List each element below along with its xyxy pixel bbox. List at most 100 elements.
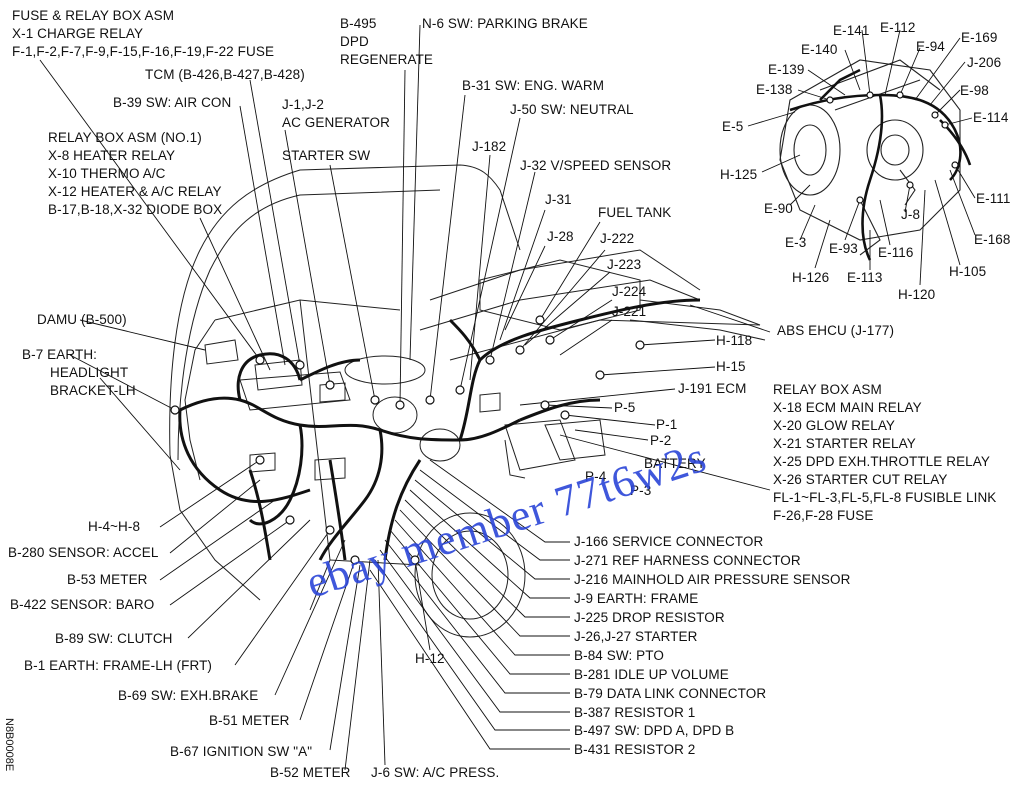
label-j9: J-9 EARTH: FRAME: [574, 591, 699, 606]
label-fuse-relay-box: FUSE & RELAY BOX ASM: [12, 8, 175, 23]
leader-lines: [39, 24, 976, 771]
label-e3: E-3: [785, 235, 807, 250]
label-h126: H-126: [792, 270, 830, 285]
label-j1j2: J-1,J-2: [282, 97, 324, 112]
label-h118: H-118: [716, 333, 753, 348]
label-j221: J-221: [612, 304, 647, 319]
label-j191: J-191 ECM: [678, 381, 747, 396]
label-j32: J-32 V/SPEED SENSOR: [520, 158, 672, 173]
label-j31: J-31: [545, 192, 572, 207]
label-b497: B-497 SW: DPD A, DPD B: [574, 723, 735, 738]
label-e140: E-140: [801, 42, 838, 57]
label-x20: X-20 GLOW RELAY: [773, 418, 896, 433]
label-b1: B-1 EARTH: FRAME-LH (FRT): [24, 658, 213, 673]
label-h125: H-125: [720, 167, 758, 182]
label-acgen: AC GENERATOR: [282, 115, 390, 130]
label-b431: B-431 RESISTOR 2: [574, 742, 696, 757]
label-h15: H-15: [716, 359, 746, 374]
label-b7: B-7 EARTH:: [22, 347, 98, 362]
label-e98: E-98: [960, 83, 989, 98]
label-b280: B-280 SENSOR: ACCEL: [8, 545, 159, 560]
label-x12: X-12 HEATER & A/C RELAY: [48, 184, 222, 199]
label-bracket: BRACKET-LH: [50, 383, 136, 398]
label-relay-box-no1: RELAY BOX ASM (NO.1): [48, 130, 202, 145]
label-b79: B-79 DATA LINK CONNECTOR: [574, 686, 767, 701]
label-j28: J-28: [547, 229, 574, 244]
label-p2: P-2: [650, 433, 672, 448]
label-battery: BATTERY: [644, 456, 706, 471]
label-fuel-tank: FUEL TANK: [598, 205, 672, 220]
label-b31: B-31 SW: ENG. WARM: [462, 78, 605, 93]
label-h4h8: H-4~H-8: [88, 519, 141, 534]
label-x25: X-25 DPD EXH.THROTTLE RELAY: [773, 454, 990, 469]
label-x21: X-21 STARTER RELAY: [773, 436, 916, 451]
main-harness: [178, 298, 701, 561]
label-tcm: TCM (B-426,B-427,B-428): [145, 67, 305, 82]
label-j50: J-50 SW: NEUTRAL: [510, 102, 634, 117]
label-b39: B-39 SW: AIR CON: [113, 95, 232, 110]
label-j222: J-222: [600, 231, 635, 246]
label-n6: N-6 SW: PARKING BRAKE: [422, 16, 588, 31]
label-b89: B-89 SW: CLUTCH: [55, 631, 173, 646]
label-e114: E-114: [973, 110, 1009, 125]
label-e94: E-94: [916, 39, 945, 54]
label-p4: P-4: [585, 469, 607, 484]
label-j271: J-271 REF HARNESS CONNECTOR: [574, 553, 801, 568]
label-j216: J-216 MAINHOLD AIR PRESSURE SENSOR: [574, 572, 851, 587]
label-e5: E-5: [722, 119, 744, 134]
connectors: [170, 91, 959, 565]
label-x10: X-10 THERMO A/C: [48, 166, 166, 181]
label-j224: J-224: [612, 284, 647, 299]
label-b52: B-52 METER: [270, 765, 351, 780]
label-e112: E-112: [880, 20, 916, 35]
label-fl: FL-1~FL-3,FL-5,FL-8 FUSIBLE LINK: [773, 490, 997, 505]
label-j223: J-223: [607, 257, 642, 272]
label-p3: P-3: [630, 483, 652, 498]
label-b69: B-69 SW: EXH.BRAKE: [118, 688, 259, 703]
label-f26: F-26,F-28 FUSE: [773, 508, 874, 523]
label-h120: H-120: [898, 287, 936, 302]
label-e141: E-141: [833, 23, 870, 38]
label-x8: X-8 HEATER RELAY: [48, 148, 176, 163]
label-b51: B-51 METER: [209, 713, 290, 728]
label-e138: E-138: [756, 82, 793, 97]
label-e168: E-168: [974, 232, 1011, 247]
label-x1: X-1 CHARGE RELAY: [12, 26, 144, 41]
label-starter-sw: STARTER SW: [282, 148, 371, 163]
label-b281: B-281 IDLE UP VOLUME: [574, 667, 729, 682]
engine-inset: [779, 59, 961, 256]
label-dpd: DPD: [340, 34, 369, 49]
label-j166: J-166 SERVICE CONNECTOR: [574, 534, 764, 549]
label-j6: J-6 SW: A/C PRESS.: [371, 765, 500, 780]
label-e90: E-90: [764, 201, 793, 216]
label-diode: B-17,B-18,X-32 DIODE BOX: [48, 202, 223, 217]
label-e113: E-113: [847, 270, 883, 285]
label-fuses: F-1,F-2,F-7,F-9,F-15,F-16,F-19,F-22 FUSE: [12, 44, 275, 59]
label-j182: J-182: [472, 139, 507, 154]
engine-harness: [789, 68, 972, 261]
label-h12: H-12: [415, 651, 445, 666]
label-j206: J-206: [967, 55, 1002, 70]
label-j225: J-225 DROP RESISTOR: [574, 610, 725, 625]
label-j26: J-26,J-27 STARTER: [574, 629, 698, 644]
label-p5: P-5: [614, 400, 636, 415]
label-e139: E-139: [768, 62, 805, 77]
label-b53: B-53 METER: [67, 572, 148, 587]
label-regen: REGENERATE: [340, 52, 434, 67]
label-b422: B-422 SENSOR: BARO: [10, 597, 155, 612]
label-relay-box-asm: RELAY BOX ASM: [773, 382, 882, 397]
label-abs: ABS EHCU (J-177): [777, 323, 895, 338]
label-x26: X-26 STARTER CUT RELAY: [773, 472, 948, 487]
label-e93: E-93: [829, 241, 858, 256]
label-headlight: HEADLIGHT: [50, 365, 129, 380]
figure-code: N8B0008E: [3, 718, 15, 772]
label-j8: J-8: [901, 207, 921, 222]
label-b495: B-495: [340, 16, 377, 31]
label-e169: E-169: [961, 30, 998, 45]
label-b84: B-84 SW: PTO: [574, 648, 664, 663]
label-damu: DAMU (B-500): [37, 312, 127, 327]
label-x18: X-18 ECM MAIN RELAY: [773, 400, 922, 415]
label-b67: B-67 IGNITION SW "A": [170, 744, 313, 759]
